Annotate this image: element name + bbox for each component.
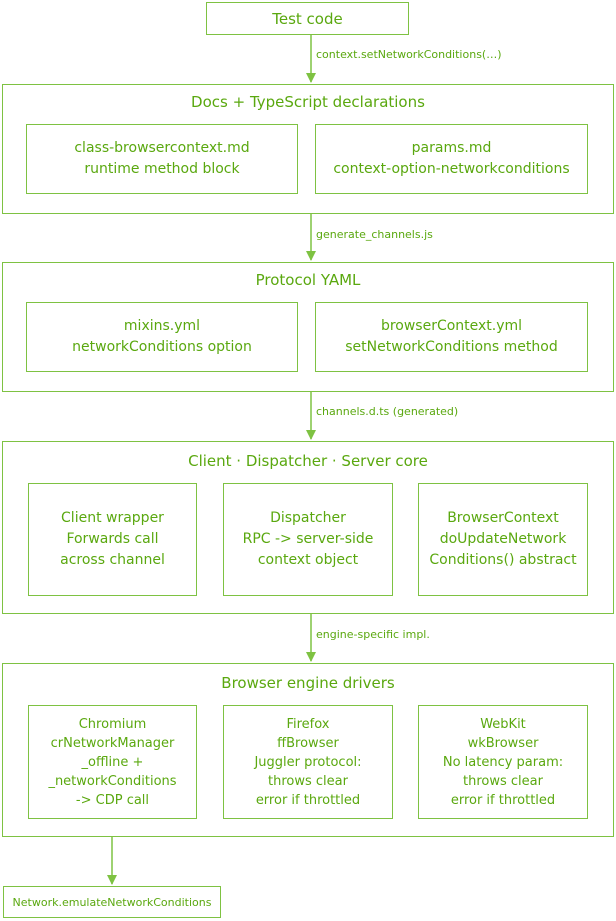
driver-node-chromium: Chromium crNetworkManager _offline + _ne… (28, 705, 197, 819)
webkit-line-4: throws clear (463, 773, 543, 789)
core-b-line-1: Dispatcher (270, 510, 346, 526)
docs-node-browsercontext-md: class-browsercontext.md runtime method b… (26, 124, 298, 194)
docs-b-line-1: params.md (411, 140, 492, 156)
core-a-line-3: across channel (60, 552, 165, 568)
test-code-node: Test code (206, 2, 409, 35)
chromium-line-1: Chromium (78, 716, 147, 732)
core-a-line-1: Client wrapper (61, 510, 164, 526)
docs-node-params-md: params.md context-option-networkconditio… (315, 124, 588, 194)
core-b-line-3: context object (257, 552, 359, 568)
edge-label-generate-channels: generate_channels.js (316, 228, 433, 241)
core-c-line-3: Conditions() abstract (429, 552, 577, 568)
docs-a-line-2: runtime method block (84, 161, 240, 177)
webkit-line-2: wkBrowser (467, 735, 539, 751)
protocol-a-line-1: mixins.yml (123, 318, 201, 334)
chromium-line-4: _networkConditions (48, 773, 177, 789)
core-node-dispatcher: Dispatcher RPC -> server-side context ob… (223, 483, 393, 596)
core-c-line-2: doUpdateNetwork (439, 531, 567, 547)
protocol-b-line-2: setNetworkConditions method (345, 339, 558, 355)
docs-group-title: Docs + TypeScript declarations (191, 93, 425, 111)
firefox-line-5: error if throttled (255, 792, 361, 808)
edge-label-set-network-conditions: context.setNetworkConditions(…) (316, 48, 502, 61)
edge-label-engine-specific: engine-specific impl. (316, 628, 430, 641)
core-c-line-1: BrowserContext (447, 510, 559, 526)
webkit-line-1: WebKit (480, 716, 526, 732)
core-a-line-2: Forwards call (66, 531, 159, 547)
core-node-client-wrapper: Client wrapper Forwards call across chan… (28, 483, 197, 596)
core-b-line-2: RPC -> server-side (242, 531, 374, 547)
docs-a-line-1: class-browsercontext.md (74, 140, 250, 156)
edge-label-channels-dts: channels.d.ts (generated) (316, 405, 459, 418)
test-code-label: Test code (272, 9, 343, 28)
drivers-group-title: Browser engine drivers (221, 674, 395, 692)
driver-node-firefox: Firefox ffBrowser Juggler protocol: thro… (223, 705, 393, 819)
output-node-emulate-network-conditions: Network.emulateNetworkConditions (3, 886, 221, 918)
chromium-line-5: -> CDP call (75, 792, 150, 808)
protocol-node-browsercontext-yml: browserContext.yml setNetworkConditions … (315, 302, 588, 372)
core-group-title: Client · Dispatcher · Server core (188, 452, 428, 470)
chromium-line-3: _offline + (81, 754, 144, 770)
firefox-line-3: Juggler protocol: (254, 754, 362, 770)
protocol-group-title: Protocol YAML (255, 271, 361, 289)
webkit-line-5: error if throttled (450, 792, 556, 808)
docs-b-line-2: context-option-networkconditions (333, 161, 570, 177)
protocol-b-line-1: browserContext.yml (380, 318, 523, 334)
protocol-a-line-2: networkConditions option (72, 339, 252, 355)
chromium-line-2: crNetworkManager (50, 735, 175, 751)
firefox-line-4: throws clear (268, 773, 348, 789)
firefox-line-1: Firefox (286, 716, 330, 732)
firefox-line-2: ffBrowser (277, 735, 339, 751)
driver-node-webkit: WebKit wkBrowser No latency param: throw… (418, 705, 588, 819)
output-label: Network.emulateNetworkConditions (12, 895, 212, 909)
webkit-line-3: No latency param: (442, 754, 564, 770)
protocol-node-mixins-yml: mixins.yml networkConditions option (26, 302, 298, 372)
core-node-browsercontext: BrowserContext doUpdateNetwork Condition… (418, 483, 588, 596)
